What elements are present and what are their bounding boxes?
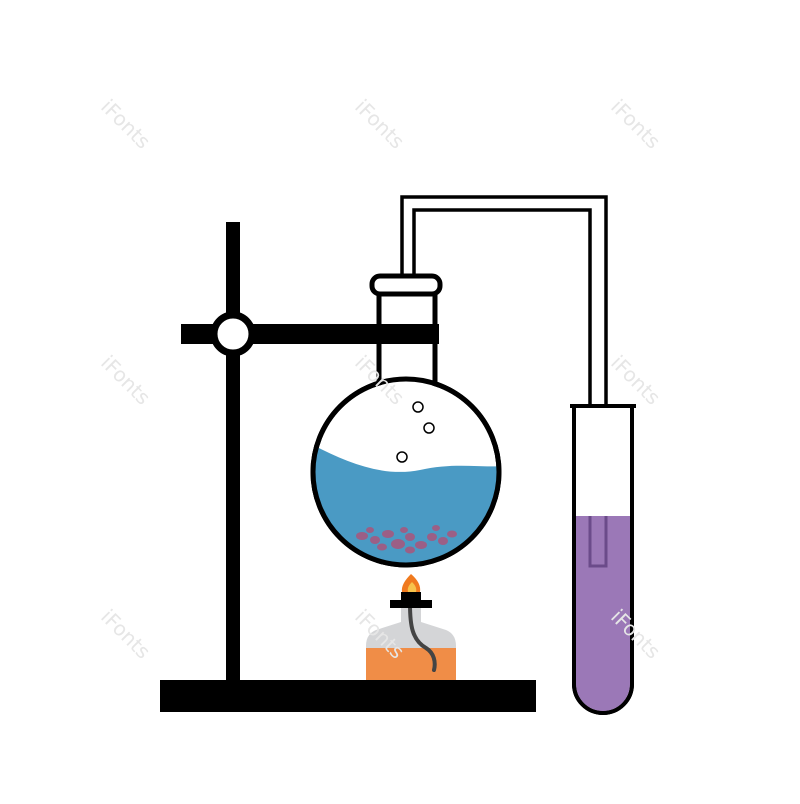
burner-wick [408, 602, 437, 672]
stand-rod [226, 222, 240, 684]
test-tube-icon [570, 404, 636, 715]
burner-cap [390, 600, 432, 608]
flask-lip [369, 273, 443, 297]
round-bottom-flask-icon [310, 273, 502, 568]
flask-sediment [356, 525, 457, 554]
flask-liquid [313, 438, 499, 565]
alcohol-lamp-icon [366, 574, 456, 680]
stand-base [160, 680, 536, 712]
clamp-ring-icon [210, 311, 256, 357]
flask-bubbles [396, 401, 435, 463]
flame-icon [401, 574, 421, 592]
burner-fuel [366, 648, 456, 680]
test-tube-liquid [576, 516, 630, 711]
flask-clamp-band [370, 324, 439, 344]
